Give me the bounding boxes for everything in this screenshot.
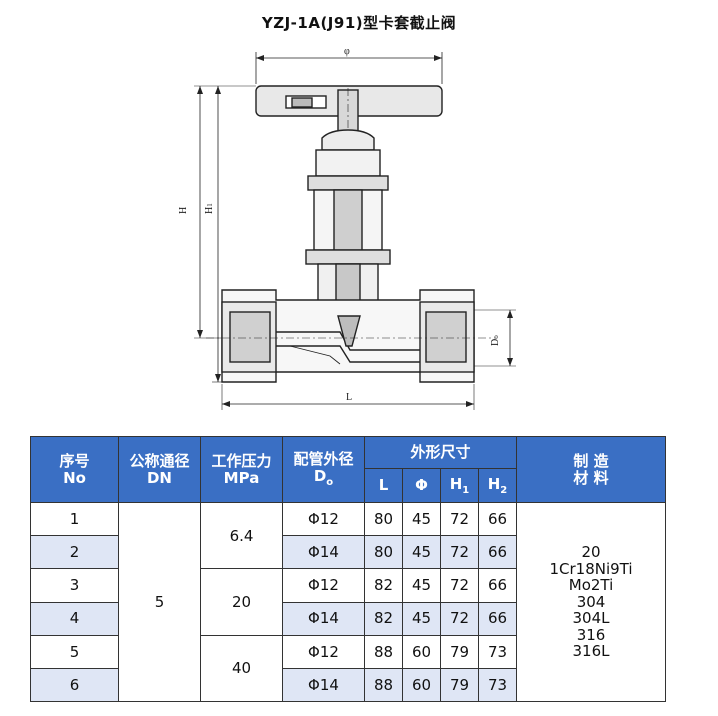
table-row: 4 Φ14 82 45 72 66: [30, 601, 666, 636]
cell-l: 88: [364, 667, 403, 703]
cell-phi: 45: [402, 535, 441, 570]
cell-phi: 60: [402, 667, 441, 703]
cell-l: 88: [364, 634, 403, 669]
cell-h1: 72: [440, 568, 479, 603]
cell-pressure: 40: [200, 634, 283, 703]
cell-l: 82: [364, 601, 403, 636]
cell-phi: 45: [402, 568, 441, 603]
cell-d0: Φ14: [282, 601, 365, 636]
cell-no: 2: [30, 535, 119, 570]
cell-dn: 5: [118, 502, 201, 702]
dim-h-label: H: [178, 207, 189, 214]
cell-phi: 45: [402, 601, 441, 636]
header-l: L: [364, 468, 403, 504]
cell-d0: Φ12: [282, 568, 365, 603]
header-h2: H2: [477, 468, 518, 504]
cell-h1: 79: [440, 634, 479, 669]
header-material: 制 造材 料: [516, 435, 667, 504]
valve-drawing: φ H H1 Do L: [178, 46, 516, 410]
cell-phi: 45: [402, 502, 441, 537]
header-h1: H1: [440, 468, 479, 504]
cell-d0: Φ12: [282, 502, 365, 537]
table-row: 6 Φ14 88 60 79 73: [30, 667, 666, 703]
cell-l: 80: [364, 502, 403, 537]
cell-l: 80: [364, 535, 403, 570]
cell-h1: 72: [440, 601, 479, 636]
cell-h2: 66: [477, 502, 518, 537]
page-title: YZJ-1A(J91)型卡套截止阀: [261, 14, 457, 32]
cell-h1: 72: [440, 535, 479, 570]
table-row: 1 5 6.4 Φ12 80 45 72 66 20 1Cr18Ni9Ti Mo…: [30, 502, 667, 702]
cell-no: 5: [30, 634, 119, 669]
table-row: 2 Φ14 80 45 72 66: [30, 535, 666, 570]
cell-h2: 73: [477, 667, 518, 703]
cell-pressure: 6.4: [200, 502, 283, 570]
cell-no: 1: [30, 502, 119, 537]
cell-d0: Φ14: [282, 535, 365, 570]
cell-pressure: 20: [200, 568, 283, 636]
header-phi: Φ: [402, 468, 441, 504]
dim-phi-label: φ: [344, 46, 350, 57]
cell-no: 4: [30, 601, 119, 636]
cell-h1: 72: [440, 502, 479, 537]
cell-no: 6: [30, 667, 119, 703]
cell-materials: 20 1Cr18Ni9Ti Mo2Ti 304 304L 316 316L: [516, 502, 667, 702]
cell-h2: 73: [477, 634, 518, 669]
dim-d0-label: Do: [490, 335, 501, 346]
cell-d0: Φ14: [282, 667, 365, 703]
cell-no: 3: [30, 568, 119, 603]
cell-h2: 66: [477, 535, 518, 570]
cell-d0: Φ12: [282, 634, 365, 669]
cell-phi: 60: [402, 634, 441, 669]
header-dims: 外形尺寸: [363, 435, 518, 470]
cell-l: 82: [364, 568, 403, 603]
dim-h1-label: H1: [204, 203, 215, 214]
cell-h2: 66: [477, 568, 518, 603]
table-row: 5 40 Φ12 88 60 79 73: [30, 634, 666, 703]
cell-h1: 79: [440, 667, 479, 703]
dim-l-label: L: [346, 392, 352, 403]
cell-h2: 66: [477, 601, 518, 636]
